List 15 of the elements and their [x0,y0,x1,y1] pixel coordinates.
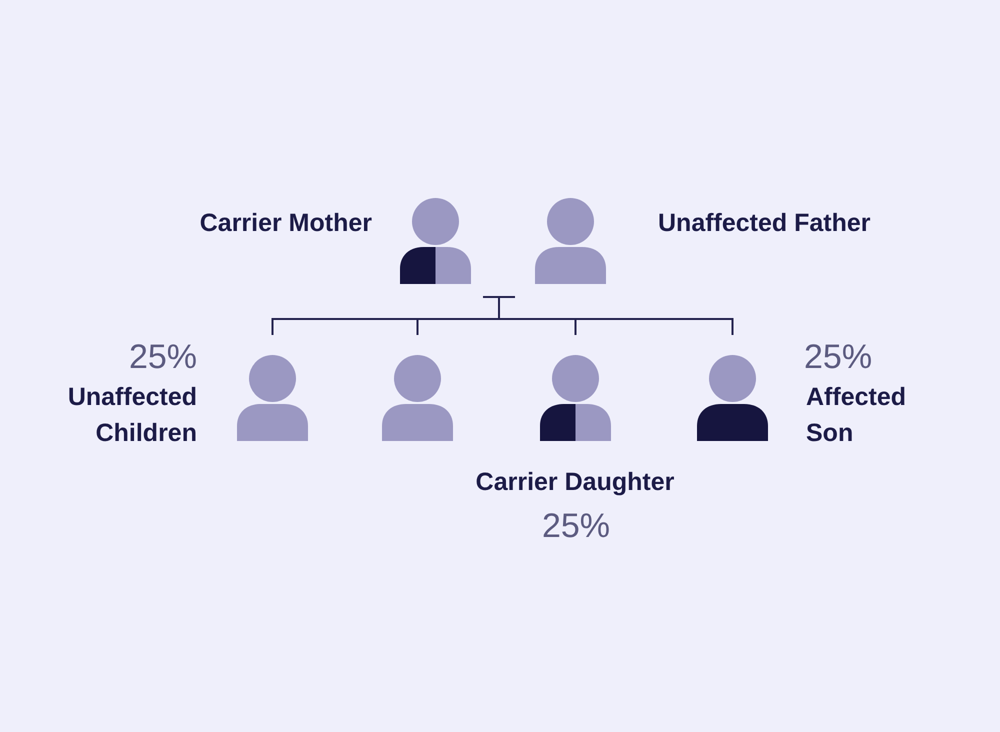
connector-line [498,298,734,335]
percentage-label: 25% [542,506,610,546]
percentage-label: 25% [804,337,872,377]
person-icon [535,198,606,284]
half-filled-person-icon [400,198,471,284]
percentage-label: 25% [128,337,197,377]
person-caption: Affected Son [806,382,906,449]
group-caption: Unaffected Children [68,382,197,449]
person-caption: Carrier Daughter [476,467,674,497]
person-icon [382,355,453,441]
person-icon [237,355,308,441]
filled-person-icon [697,355,768,441]
half-filled-person-icon [540,355,611,441]
person-caption: Unaffected Father [658,208,871,238]
person-caption: Carrier Mother [200,208,372,238]
